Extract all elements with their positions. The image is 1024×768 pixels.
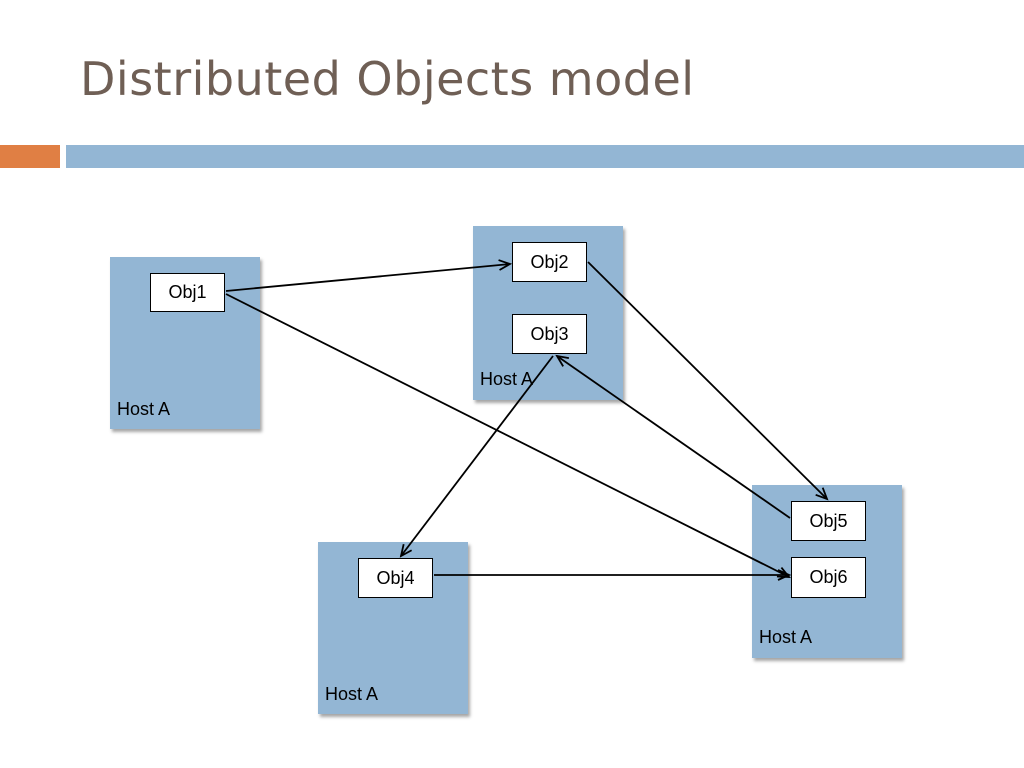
object-box-obj1: Obj1 [150, 273, 225, 312]
object-box-obj4: Obj4 [358, 558, 433, 598]
object-box-obj3: Obj3 [512, 314, 587, 354]
title-accent-bar-orange [0, 145, 60, 168]
host-label-4: Host A [759, 627, 813, 647]
object-box-obj5: Obj5 [791, 501, 866, 541]
title-accent-bar-blue [66, 145, 1024, 168]
host-label-2: Host A [480, 369, 534, 389]
host-label-1: Host A [117, 399, 171, 419]
object-box-obj6: Obj6 [791, 557, 866, 598]
host-label-3: Host A [325, 684, 379, 704]
object-box-obj2: Obj2 [512, 242, 587, 282]
edge-obj1-to-obj2 [225, 264, 510, 292]
slide-title: Distributed Objects model [80, 52, 695, 106]
edge-obj2-to-obj5 [587, 261, 827, 499]
